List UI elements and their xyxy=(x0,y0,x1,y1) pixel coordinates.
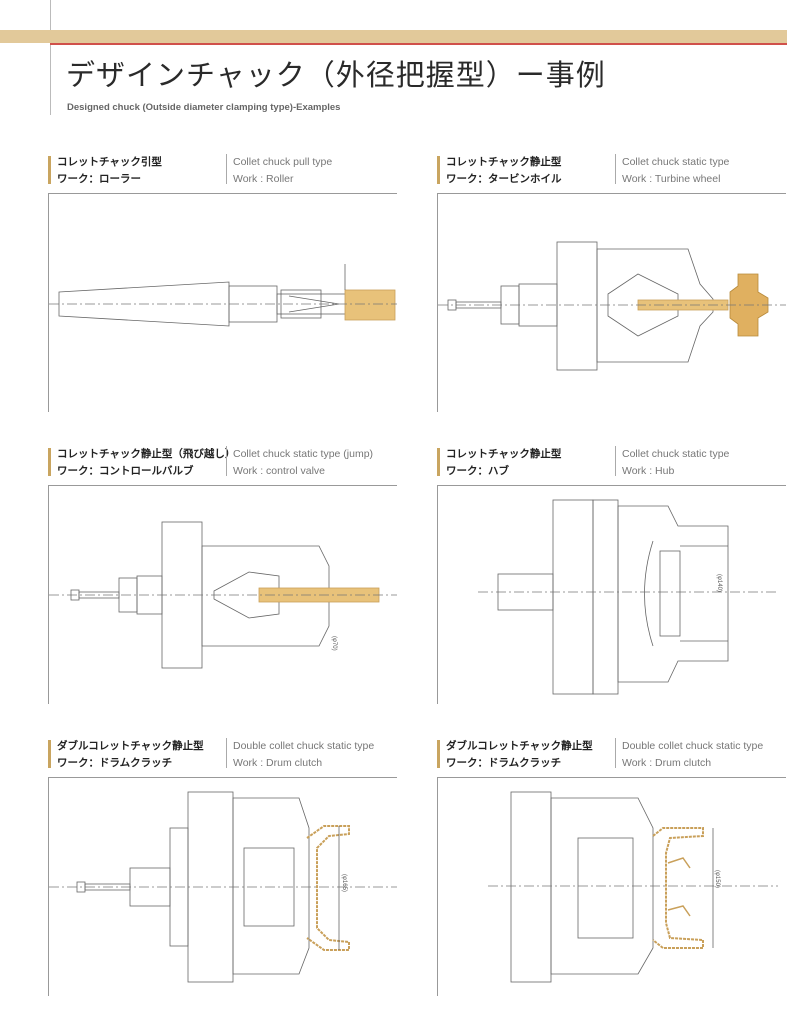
en-type: Collet chuck static type xyxy=(622,448,730,460)
label-divider xyxy=(226,446,227,476)
chuck-drawing: (φ165) xyxy=(49,791,397,983)
jp-type: ダブルコレットチャック静止型 xyxy=(57,740,204,752)
label-bar xyxy=(437,448,440,476)
example-header: コレットチャック静止型ワーク：タービンホイル Collet chuck stat… xyxy=(437,153,785,187)
label-bar xyxy=(48,156,51,184)
label-bar xyxy=(437,156,440,184)
drawing-frame: (φ165) xyxy=(48,777,397,996)
dimension-label: (φ150) xyxy=(714,870,720,888)
example-header: コレットチャック引型ワーク：ローラー Collet chuck pull typ… xyxy=(48,153,396,187)
jp-label: コレットチャック静止型ワーク：ハブ xyxy=(446,446,561,480)
page-title: デザインチャック（外径把握型）ー事例 xyxy=(66,58,606,92)
jp-work: ワーク：タービンホイル xyxy=(446,173,562,185)
jp-label: コレットチャック静止型ワーク：タービンホイル xyxy=(446,154,562,188)
example-header: コレットチャック静止型ワーク：ハブ Collet chuck static ty… xyxy=(437,445,785,479)
label-divider xyxy=(615,446,616,476)
en-type: Double collet chuck static type xyxy=(622,740,764,752)
jp-label: ダブルコレットチャック静止型ワーク：ドラムクラッチ xyxy=(57,738,204,772)
jp-type: ダブルコレットチャック静止型 xyxy=(446,740,593,752)
drawing-frame: (φ140) xyxy=(437,485,786,704)
jp-type: コレットチャック静止型 xyxy=(446,156,562,168)
chuck-drawing: (φ140) xyxy=(478,499,778,695)
en-type: Collet chuck pull type xyxy=(233,156,333,168)
chuck-drawing xyxy=(49,264,397,327)
en-work: Work : Drum clutch xyxy=(233,757,323,769)
en-work: Work : Turbine wheel xyxy=(622,173,721,185)
label-bar xyxy=(48,448,51,476)
en-label: Collet chuck static type (jump) Work : co… xyxy=(233,446,373,480)
en-type: Collet chuck static type (jump) xyxy=(233,448,374,460)
example-header: コレットチャック静止型（飛び越し） ワーク：コントロールバルブ Collet ch… xyxy=(48,445,396,479)
dimension-label: (φ140) xyxy=(716,574,722,592)
chuck-drawing xyxy=(438,241,786,371)
jp-type: コレットチャック引型 xyxy=(57,156,162,168)
jp-label: コレットチャック引型ワーク：ローラー xyxy=(57,154,162,188)
en-type: Double collet chuck static type xyxy=(233,740,375,752)
label-bar xyxy=(48,740,51,768)
jp-work: ワーク：ドラムクラッチ xyxy=(57,757,173,769)
jp-type: コレットチャック静止型（飛び越し） xyxy=(57,448,236,460)
chuck-drawing: (φ70) xyxy=(49,521,397,669)
label-divider xyxy=(226,738,227,768)
jp-work: ワーク：ドラムクラッチ xyxy=(446,757,562,769)
drawing-frame: (φ150) xyxy=(437,777,786,996)
en-type: Collet chuck static type xyxy=(622,156,730,168)
header-accent-line xyxy=(50,43,787,45)
label-bar xyxy=(437,740,440,768)
drawing-frame xyxy=(437,193,786,412)
label-divider xyxy=(615,154,616,184)
jp-work: ワーク：ローラー xyxy=(57,173,141,185)
jp-label: コレットチャック静止型（飛び越し） ワーク：コントロールバルブ xyxy=(57,446,235,480)
drawing-frame xyxy=(48,193,397,412)
en-work: Work : Roller xyxy=(233,173,294,185)
jp-work: ワーク：ハブ xyxy=(446,465,509,477)
jp-work: ワーク：コントロールバルブ xyxy=(57,465,194,477)
example-header: ダブルコレットチャック静止型ワーク：ドラムクラッチ Double collet … xyxy=(437,737,785,771)
margin-line xyxy=(50,0,51,115)
label-divider xyxy=(615,738,616,768)
jp-type: コレットチャック静止型 xyxy=(446,448,562,460)
label-divider xyxy=(226,154,227,184)
drawing-frame: (φ70) xyxy=(48,485,397,704)
example-header: ダブルコレットチャック静止型ワーク：ドラムクラッチ Double collet … xyxy=(48,737,396,771)
jp-label: ダブルコレットチャック静止型ワーク：ドラムクラッチ xyxy=(446,738,593,772)
dimension-label: (φ70) xyxy=(331,636,337,651)
header-band xyxy=(0,30,787,43)
en-work: Work : control valve xyxy=(233,465,326,477)
page-subtitle: Designed chuck (Outside diameter clampin… xyxy=(67,102,341,113)
chuck-drawing: (φ150) xyxy=(488,791,778,983)
en-work: Work : Hub xyxy=(622,465,675,477)
dimension-label: (φ165) xyxy=(341,874,347,892)
en-work: Work : Drum clutch xyxy=(622,757,712,769)
